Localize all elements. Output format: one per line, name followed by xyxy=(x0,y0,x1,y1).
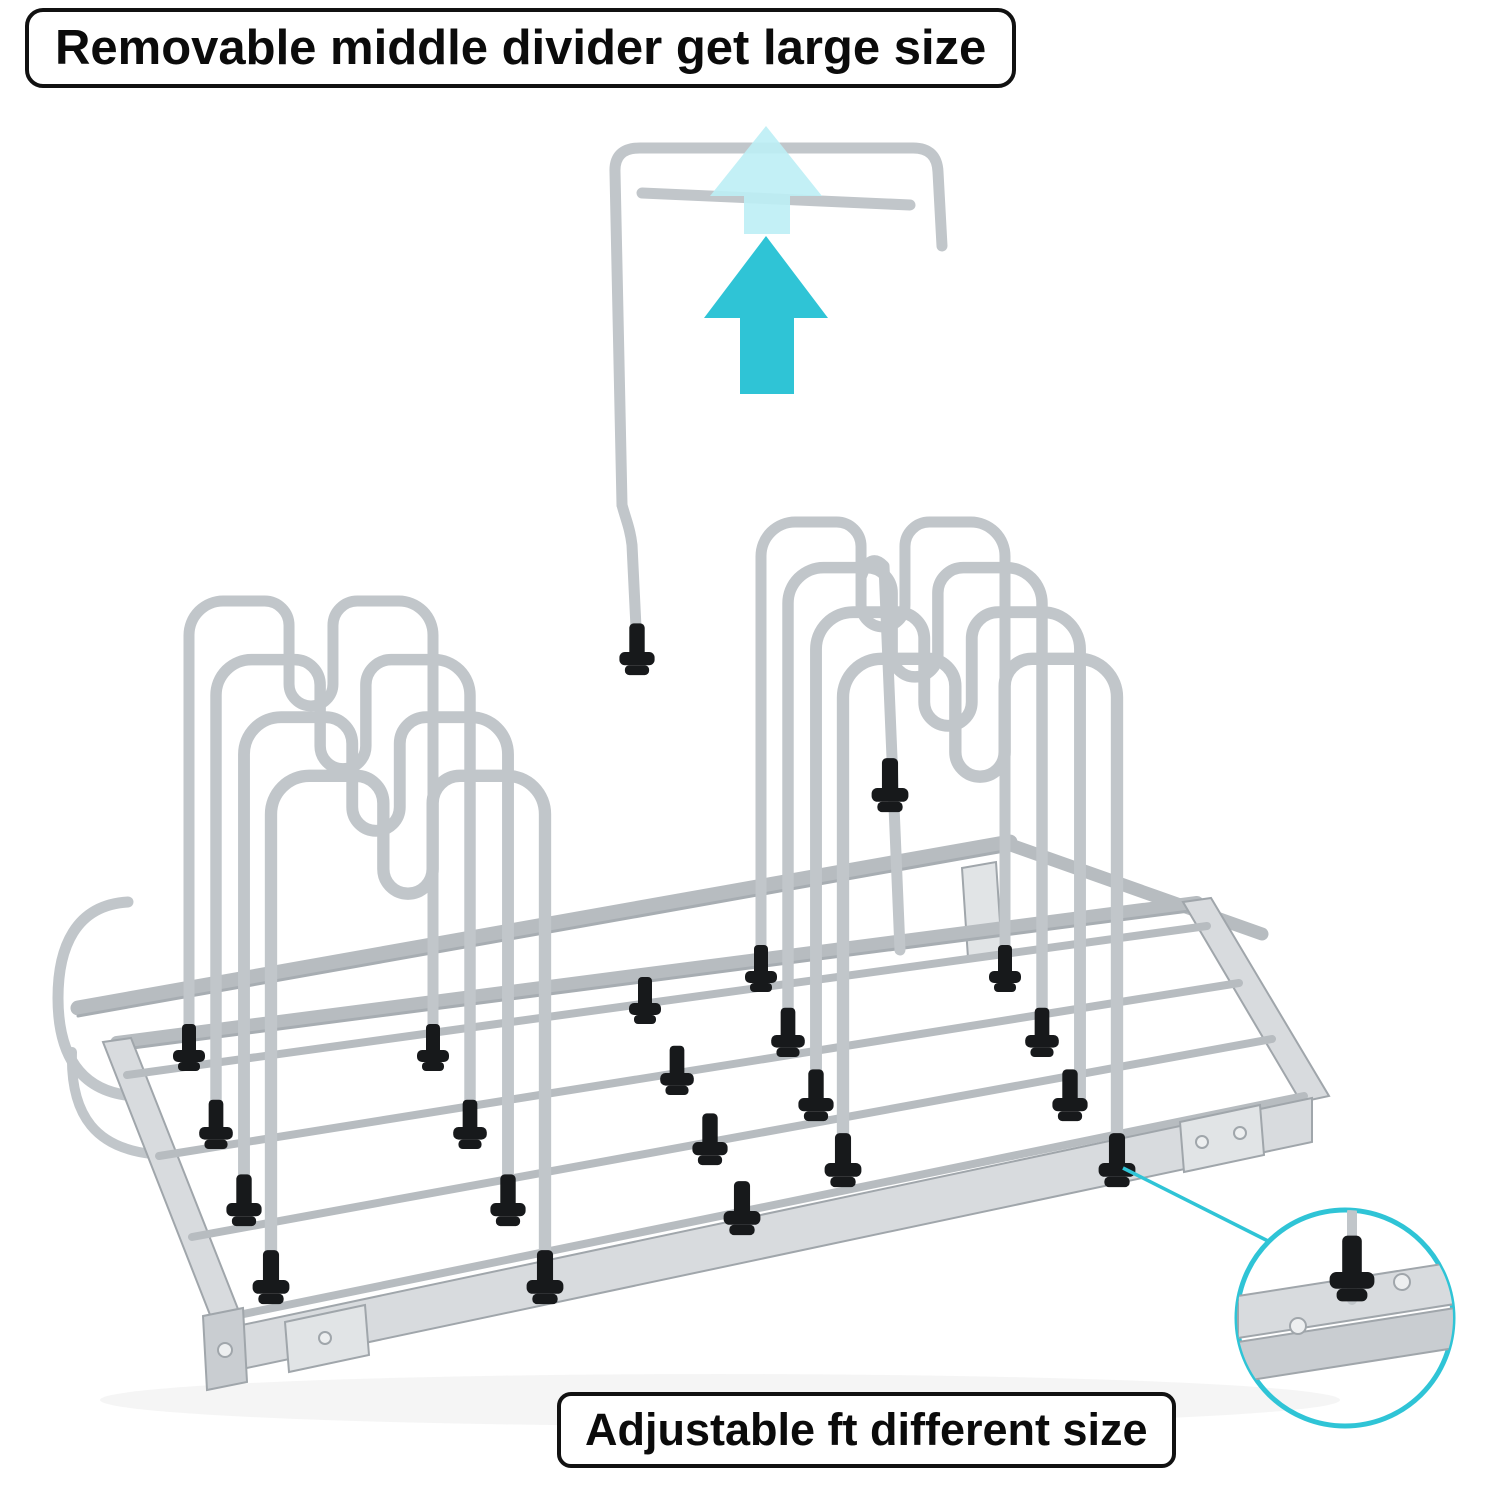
right-rail xyxy=(1181,896,1331,1104)
screw xyxy=(1393,1273,1411,1291)
top-annotation-box: Removable middle divider get large size xyxy=(25,8,1017,89)
screw xyxy=(1289,1317,1307,1335)
base-frame xyxy=(101,896,1331,1350)
crossbar-1 xyxy=(123,922,1211,1079)
post-wire xyxy=(856,555,906,956)
back-rail-edge xyxy=(115,908,1199,1052)
center-post xyxy=(856,555,906,956)
mount-clip xyxy=(824,1133,862,1188)
screw xyxy=(1233,1126,1247,1140)
lift-arrow-icon xyxy=(704,236,828,394)
crossbar-2 xyxy=(155,979,1243,1160)
zoom-connector-line xyxy=(1122,1166,1271,1244)
top-annotation-label: Removable middle divider get large size xyxy=(55,21,987,75)
crossbars xyxy=(123,922,1308,1322)
bottom-annotation-box: Adjustable ft different size xyxy=(557,1392,1176,1468)
removed-divider-clip xyxy=(619,623,655,676)
screw xyxy=(217,1342,233,1358)
pull-handle xyxy=(52,896,157,1159)
mount-clip xyxy=(798,1069,834,1122)
zoom-detail xyxy=(1237,1210,1453,1384)
screw xyxy=(318,1331,332,1345)
slide-bracket-plate xyxy=(960,860,1004,960)
mount-clip xyxy=(871,758,909,813)
front-rail-bracket-right xyxy=(1178,1103,1266,1174)
crossbar-4 xyxy=(220,1092,1308,1322)
lift-arrow-light-icon xyxy=(710,126,822,234)
front-rail xyxy=(201,1096,1313,1392)
mount-clip xyxy=(252,1250,290,1305)
divider-group-right xyxy=(761,522,1117,1163)
handle-lower-wire xyxy=(66,1047,157,1159)
screw xyxy=(1195,1135,1209,1149)
removed-divider-stem xyxy=(616,499,643,654)
back-rail xyxy=(110,896,1204,1050)
left-rail xyxy=(101,1036,253,1350)
mount-clip xyxy=(226,1174,262,1227)
crossbar-3 xyxy=(188,1035,1276,1241)
bottom-annotation-label: Adjustable ft different size xyxy=(585,1404,1148,1455)
front-rail-bar xyxy=(227,1096,1313,1374)
handle-loop xyxy=(52,896,140,1102)
zoom-callout xyxy=(1122,1166,1456,1429)
